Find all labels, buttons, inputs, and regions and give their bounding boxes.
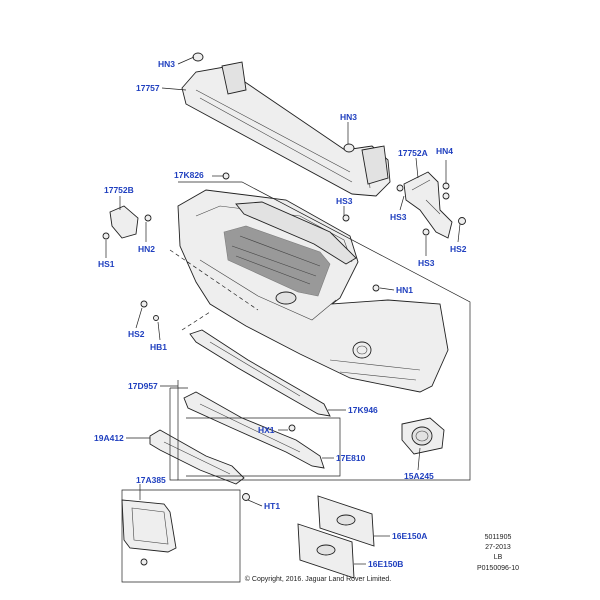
callout-hn2: HN2 [138,244,155,254]
callout-16e150a: 16E150A [392,531,427,541]
callout-16e150b: 16E150B [368,559,403,569]
bumper-reinforcement-beam [181,61,391,197]
callout-hs3-center: HS3 [336,196,353,206]
callout-hs2-left: HS2 [128,329,145,339]
callout-17d957: 17D957 [128,381,158,391]
callout-hs2-right: HS2 [450,244,467,254]
callout-17a385: 17A385 [136,475,166,485]
callout-hs1: HS1 [98,259,115,269]
callout-17k826: 17K826 [174,170,204,180]
lower-closing-panel [183,391,325,469]
copyright-text: © Copyright, 2016. Jaguar Land Rover Lim… [245,575,391,583]
ref-code-2: 27-2013 [485,544,511,551]
callout-17752b: 17752B [104,185,134,195]
ref-code-3: LB [494,554,503,561]
nut-hn3-mid [343,143,355,153]
callout-17757: 17757 [136,83,160,93]
callout-17752a: 17752A [398,148,428,158]
callout-17k946: 17K946 [348,405,378,415]
callout-hb1: HB1 [150,342,167,352]
callout-hn1: HN1 [396,285,413,295]
ref-code-1: 5011905 [485,534,512,541]
callout-ht1: HT1 [264,501,280,511]
left-mounting-bracket [102,205,152,308]
fog-lamp-bezel [401,417,445,455]
callout-hn4: HN4 [436,146,453,156]
callout-17e810: 17E810 [336,453,366,463]
callout-15a245: 15A245 [404,471,434,481]
licence-plate-a [317,495,375,547]
callout-hx1: HX1 [258,425,275,435]
callout-hn3-mid: HN3 [340,112,357,122]
callout-labels: HN3 17757 HN3 17752A HN4 17K826 HS3 1775… [94,59,467,569]
callout-hn3-top: HN3 [158,59,175,69]
assembly-frame [121,181,471,583]
ref-code-4: P0150096-10 [477,565,519,572]
callout-19a412: 19A412 [94,433,124,443]
nut-hn3-top [192,52,204,62]
licence-plate-bracket [121,493,250,566]
right-mounting-bracket [396,171,466,239]
lower-grille-panel [149,429,245,485]
reference-block: 5011905 27-2013 LB P0150096-10 © Copyrig… [245,534,519,583]
fasteners [153,172,380,432]
front-bumper-cover [177,189,449,393]
licence-plate-b [297,523,355,579]
leader-lines [105,56,461,565]
upper-grille-support [235,201,357,265]
callout-hs3-lower: HS3 [418,258,435,268]
lower-bumper-reinforcement [189,329,331,417]
callout-hs3-right: HS3 [390,212,407,222]
